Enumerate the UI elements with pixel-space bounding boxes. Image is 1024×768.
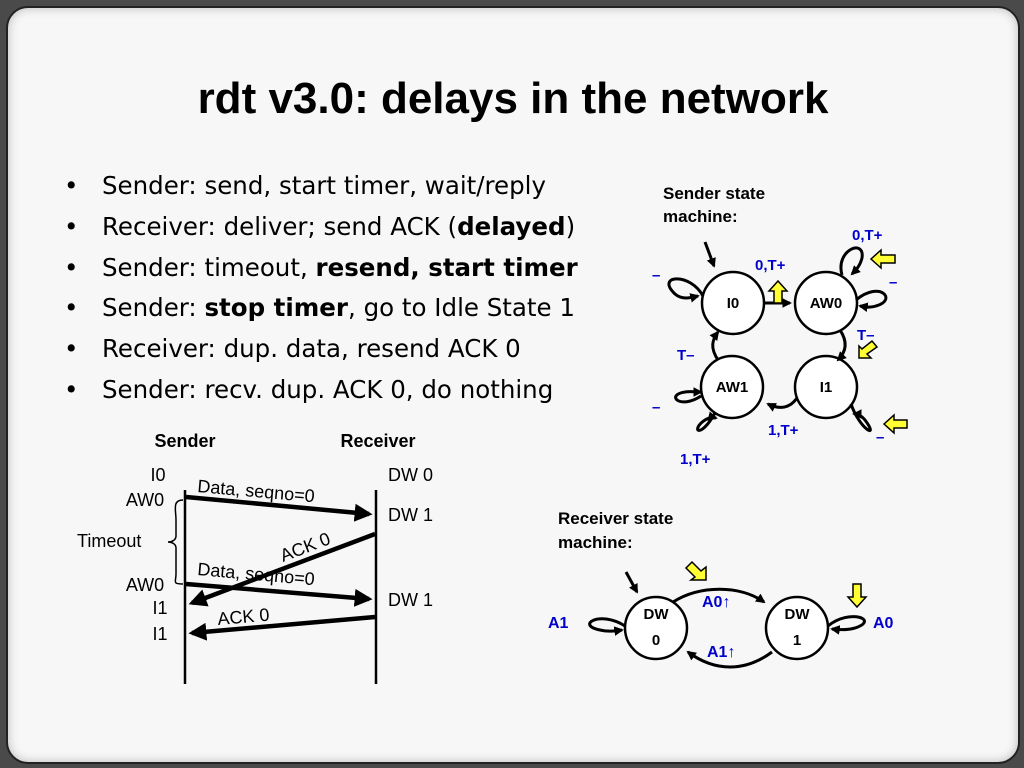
label-i0-self: – <box>652 267 660 284</box>
highlight-arrow-i0-aw0 <box>767 279 789 304</box>
state-aw0 <box>793 270 859 336</box>
msg-data-2 <box>185 581 373 607</box>
sender-state-5: I1 <box>152 624 167 644</box>
highlight-arrow-aw0-self <box>869 248 896 270</box>
label-dw0-dw1: A0↑ <box>702 594 730 611</box>
self-loop-i1 <box>849 403 872 433</box>
state-dw1 <box>764 595 830 661</box>
bullet-text: Sender: timeout, <box>102 252 316 282</box>
state-dw0-label-2: 0 <box>652 632 660 649</box>
state-aw1-label: AW1 <box>716 379 749 396</box>
bullet-dot: • <box>64 374 79 404</box>
bullet-text: Sender: <box>102 293 205 323</box>
state-i1 <box>793 354 859 420</box>
timeout-brace <box>167 499 184 585</box>
slide-title: rdt v3.0: delays in the network <box>197 74 829 123</box>
self-loop-dw1 <box>827 615 866 635</box>
receiver-state-1: DW 0 <box>388 465 433 485</box>
state-aw0-label: AW0 <box>810 295 843 312</box>
receiver-start-arrow <box>624 571 639 594</box>
bullet-dot: • <box>64 334 79 364</box>
highlight-arrow-dw1-self <box>846 583 868 609</box>
msg-ack-2 <box>188 614 376 641</box>
bullet-text: , go to Idle State 1 <box>348 293 575 323</box>
state-i0-label: I0 <box>727 295 740 312</box>
highlight-arrow-dw0-dw1 <box>684 560 707 581</box>
state-i0 <box>700 270 766 336</box>
bullet-text: Sender: recv. dup. ACK 0, do nothing <box>102 374 554 404</box>
bullet-dot: • <box>64 293 79 323</box>
sender-state-1: I0 <box>150 465 165 485</box>
edge-aw1-i0 <box>709 330 720 361</box>
bullet-text: resend, start timer <box>315 252 578 282</box>
state-aw1 <box>699 354 765 420</box>
msg-data-1 <box>185 494 373 522</box>
bullet-text: ) <box>565 211 576 241</box>
label-aw1-self-bottom: 1,T+ <box>680 451 711 468</box>
bullet-item: • Sender: send, start timer, wait/reply <box>60 166 578 207</box>
state-dw1-label-2: 1 <box>793 632 801 649</box>
timeout-label: Timeout <box>77 531 141 551</box>
bullet-item: • Sender: timeout, resend, start timer <box>60 248 578 289</box>
label-dw1-dw0: A1↑ <box>707 644 735 661</box>
state-dw0-label-1: DW <box>644 606 670 623</box>
receiver-fsm-heading-2: machine: <box>558 533 633 552</box>
sender-fsm-heading-2: machine: <box>663 207 738 226</box>
bullet-item: • Sender: stop timer, go to Idle State 1 <box>60 288 578 329</box>
bullet-item: • Receiver: deliver; send ACK (delayed) <box>60 207 578 248</box>
bullet-list: • Sender: send, start timer, wait/reply • R… <box>60 166 578 411</box>
edge-dw0-dw1 <box>672 587 766 604</box>
self-loop-aw0-right <box>855 289 888 312</box>
msg-ack-1 <box>188 531 376 607</box>
start-arrow <box>703 241 716 268</box>
receiver-state-machine: Receiver state machine: DW 0 DW 1 A1 A0↑… <box>548 509 894 669</box>
state-i1-label: I1 <box>820 379 833 396</box>
sender-state-3: AW0 <box>126 575 164 595</box>
bullet-item: • Receiver: dup. data, resend ACK 0 <box>60 329 578 370</box>
sender-state-machine: Sender state machine: I0 AW0 AW1 I1 <box>652 184 908 468</box>
receiver-state-3: DW 1 <box>388 590 433 610</box>
timeline-sender-heading: Sender <box>154 431 215 451</box>
self-loop-i0 <box>667 277 705 303</box>
bullet-text: delayed <box>457 211 566 241</box>
edge-dw1-dw0 <box>686 650 773 669</box>
label-i1-self: – <box>876 429 884 446</box>
bullet-text: Receiver: dup. data, resend ACK 0 <box>102 334 521 364</box>
self-loop-aw1-left <box>674 387 703 404</box>
label-aw1-self-left: – <box>652 399 660 416</box>
bullet-text: Receiver: deliver; send ACK ( <box>102 211 458 241</box>
label-dw0-self: A1 <box>548 615 569 632</box>
bullet-text: Sender: send, start timer, wait/reply <box>102 171 546 200</box>
edge-aw0-i1 <box>836 329 847 362</box>
bullet-item: • Sender: recv. dup. ACK 0, do nothing <box>60 370 578 411</box>
label-aw0-self-top: 0,T+ <box>852 227 883 244</box>
state-dw0 <box>623 595 689 661</box>
label-dw1-self: A0 <box>873 615 894 632</box>
label-aw0-self-right: – <box>889 274 897 291</box>
self-loop-aw1-bottom <box>696 411 718 432</box>
sender-state-2: AW0 <box>126 490 164 510</box>
timeline-diagram: Sender Receiver I0 AW0 AW0 I1 I1 DW 0 DW… <box>77 431 433 684</box>
bullet-dot: • <box>64 211 79 241</box>
receiver-state-2: DW 1 <box>388 505 433 525</box>
label-aw1-i0: T– <box>677 347 695 364</box>
bullet-dot: • <box>64 171 79 200</box>
label-aw0-i1: T– <box>857 327 875 344</box>
timeline-receiver-heading: Receiver <box>340 431 415 451</box>
edge-i1-aw1 <box>766 397 799 412</box>
self-loop-dw0 <box>588 617 626 636</box>
label-i1-aw1: 1,T+ <box>768 422 799 439</box>
highlight-arrow-aw0-i1 <box>858 339 879 359</box>
receiver-fsm-heading-1: Receiver state <box>558 509 673 528</box>
label-i0-aw0: 0,T+ <box>755 257 786 274</box>
sender-state-4: I1 <box>152 598 167 618</box>
bullet-text: stop timer <box>204 293 348 323</box>
msg-ack-2-label: ACK 0 <box>217 605 271 629</box>
self-loop-aw0-top <box>839 246 864 276</box>
state-dw1-label-1: DW <box>785 606 811 623</box>
highlight-arrow-i1-self <box>882 413 908 435</box>
bullet-dot: • <box>64 252 79 282</box>
sender-fsm-heading-1: Sender state <box>663 184 765 203</box>
